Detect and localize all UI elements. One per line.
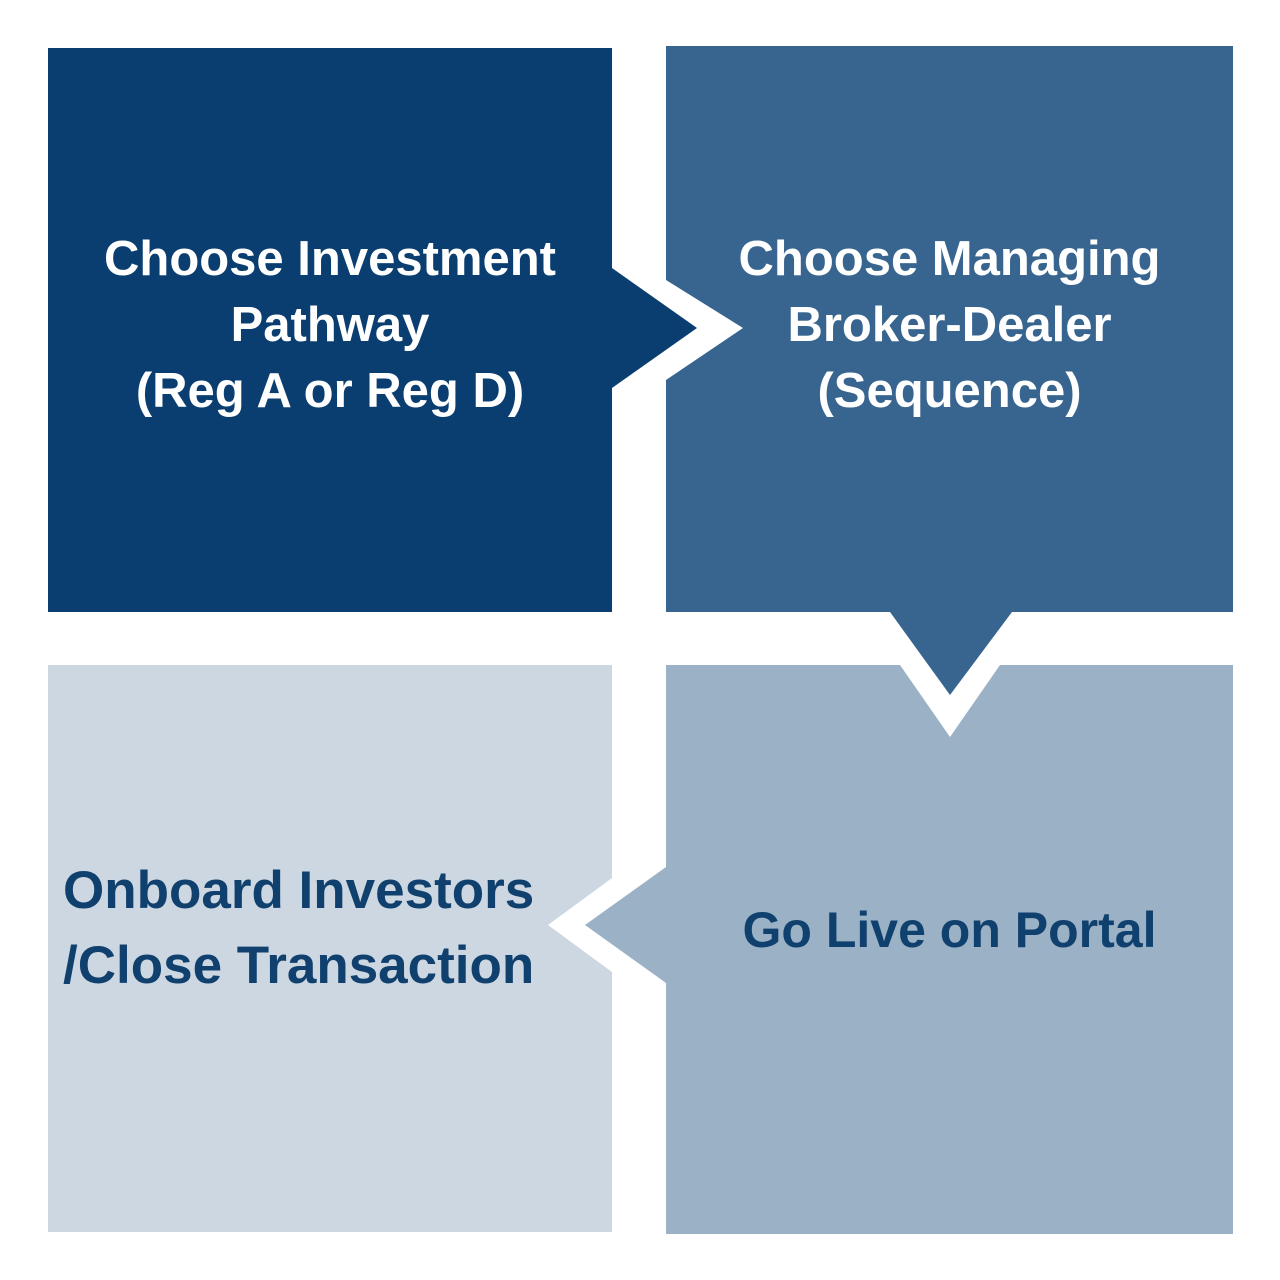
step-go-live-on-portal-box xyxy=(666,665,1233,1234)
label-line: Choose Investment xyxy=(104,232,556,286)
step-choose-managing-broker-dealer-box xyxy=(666,46,1233,612)
step-choose-managing-broker-dealer-label: Choose Managing Broker-Dealer (Sequence) xyxy=(666,42,1233,608)
label-line: Go Live on Portal xyxy=(742,901,1157,958)
label-line: /Close Transaction xyxy=(63,935,535,995)
step-choose-investment-pathway-label: Choose Investment Pathway (Reg A or Reg … xyxy=(48,43,612,607)
label-line: Onboard Investors xyxy=(63,860,535,920)
step-choose-investment-pathway-box xyxy=(48,48,612,612)
step-onboard-investors-box xyxy=(48,665,612,1232)
arrow-right-icon xyxy=(612,268,697,388)
label-line: (Reg A or Reg D) xyxy=(135,364,525,418)
label-line: Broker-Dealer xyxy=(787,298,1112,352)
label-line: Choose Managing xyxy=(738,232,1161,286)
arrow-down-icon xyxy=(890,612,1012,695)
label-line: Pathway xyxy=(230,298,430,352)
step-onboard-investors-label: Onboard Investors /Close Transaction xyxy=(48,644,612,1211)
label-line: (Sequence) xyxy=(817,364,1082,418)
arrow-left-icon xyxy=(585,867,666,983)
step-go-live-on-portal-label: Go Live on Portal xyxy=(666,645,1233,1214)
